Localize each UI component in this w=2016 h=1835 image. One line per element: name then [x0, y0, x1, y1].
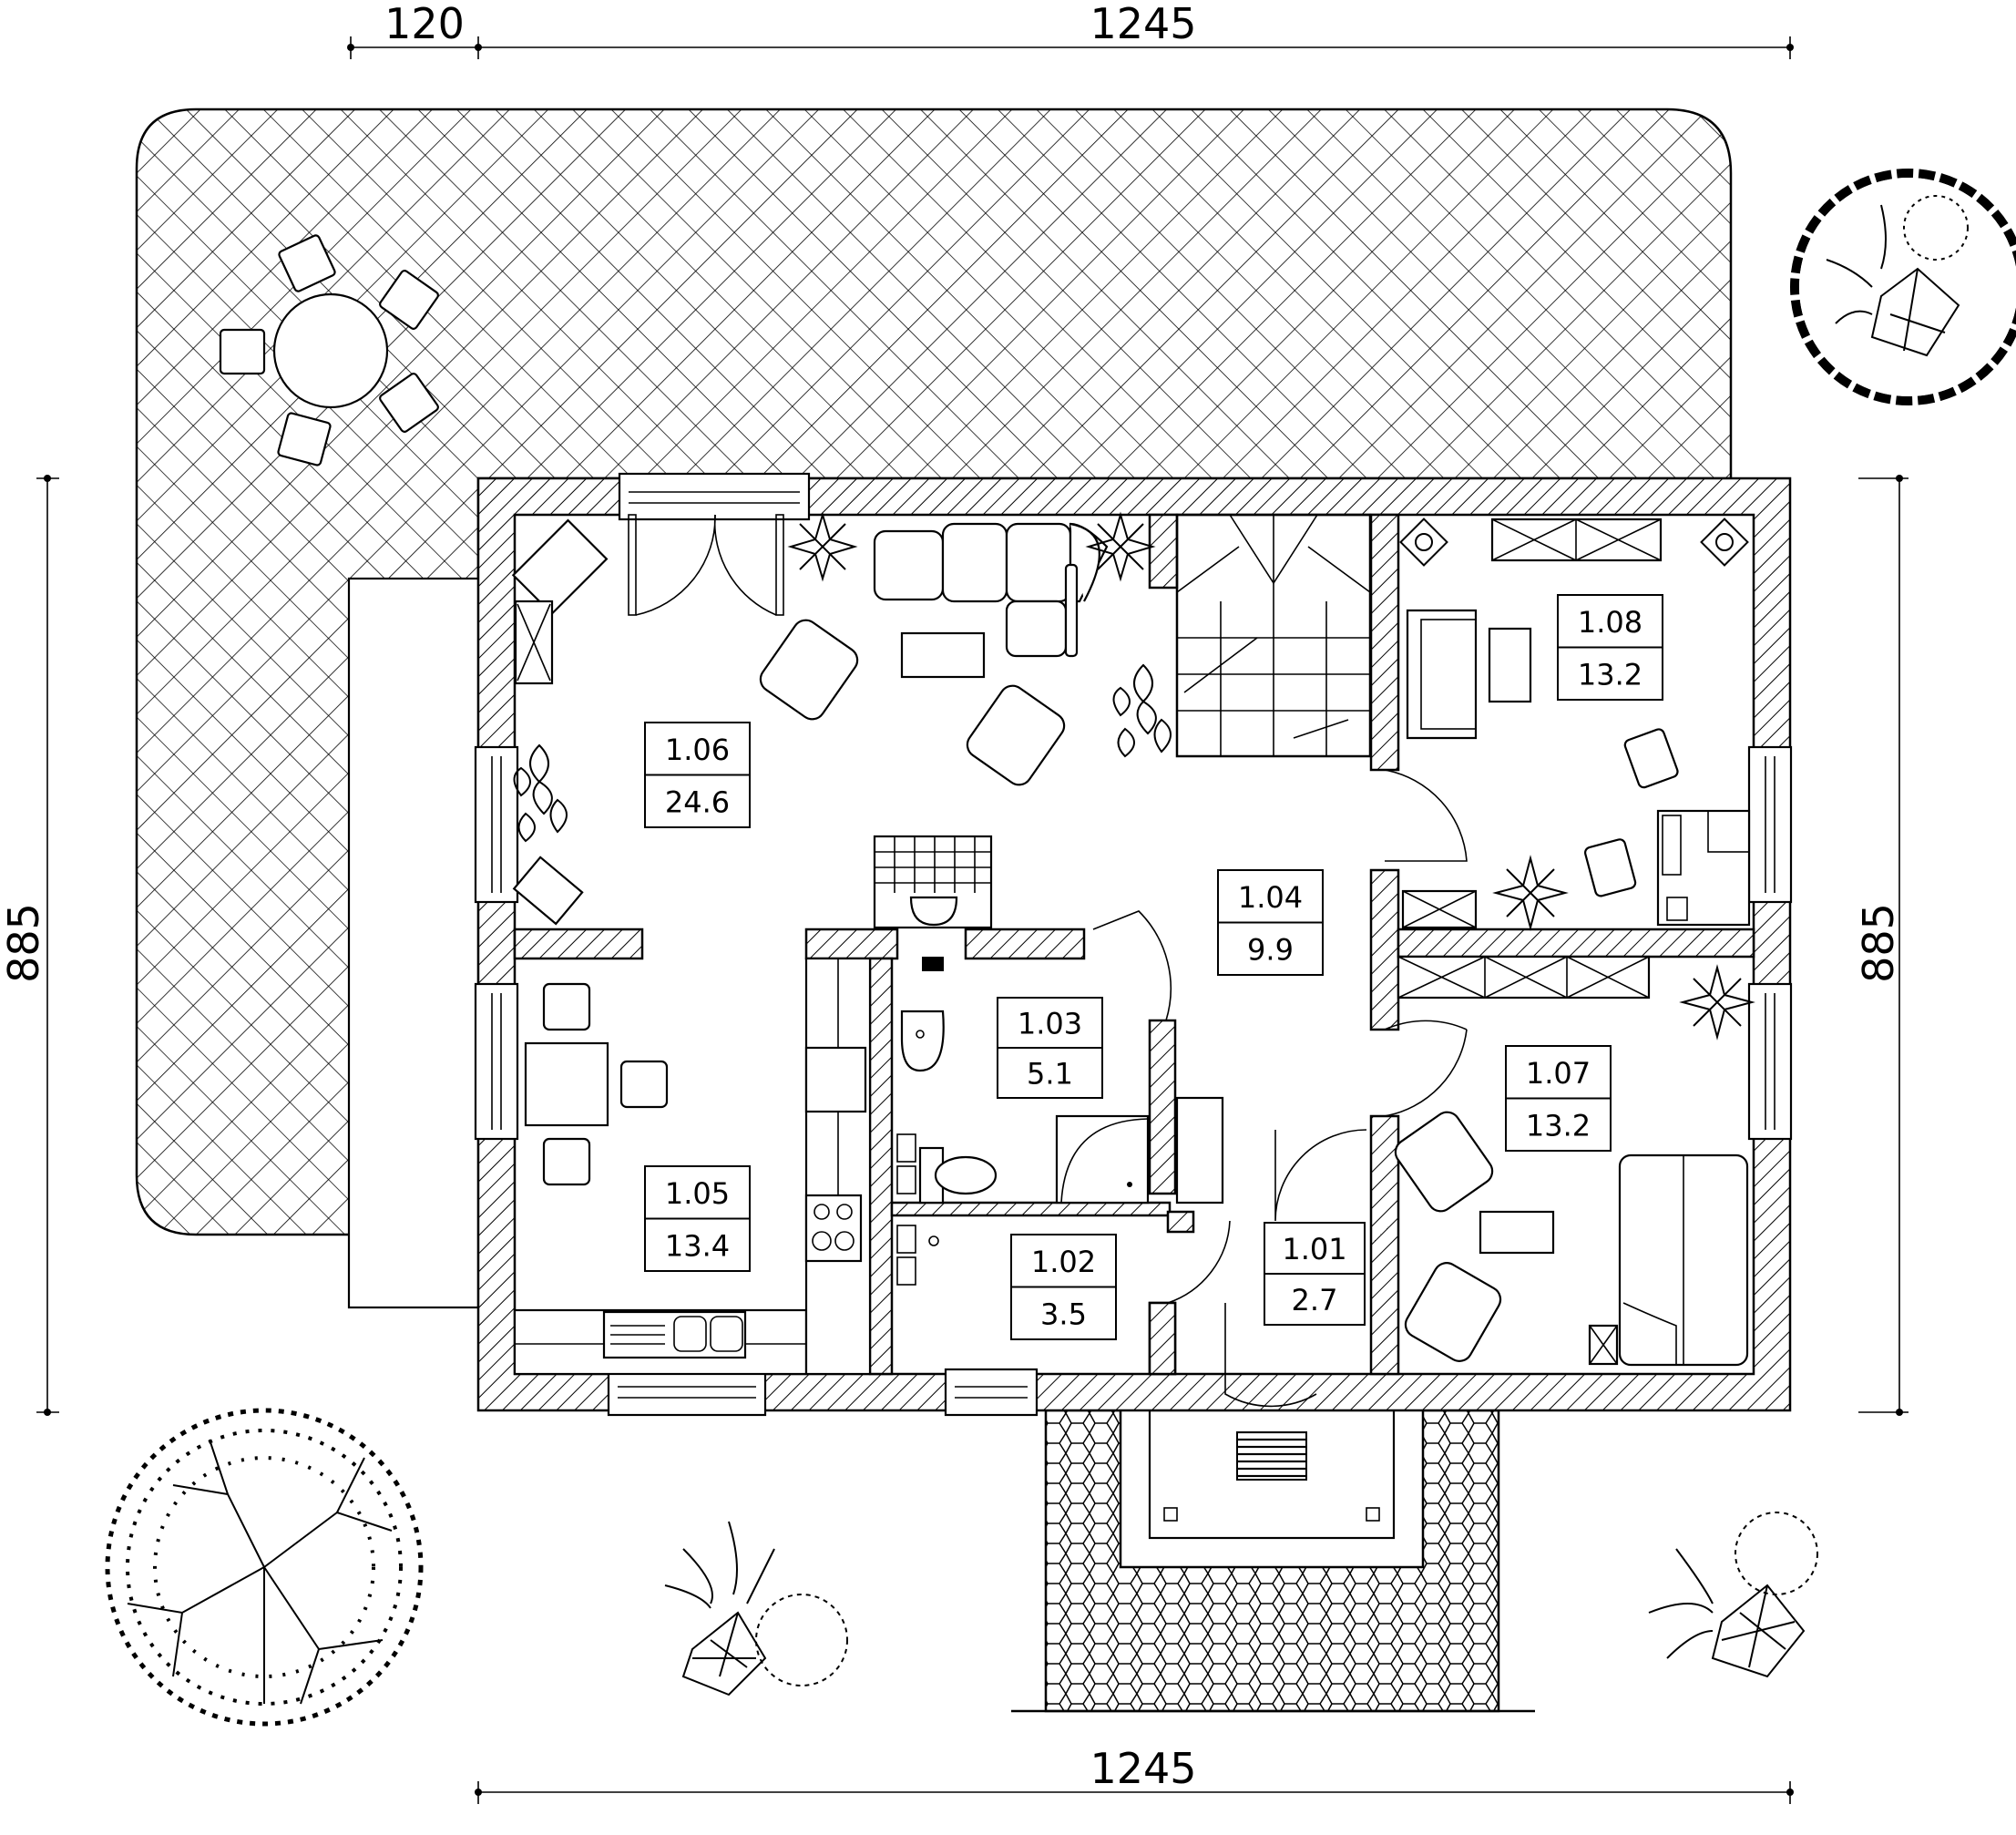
shrub-group-bottom: [664, 1521, 848, 1697]
room-number: 1.05: [665, 1176, 730, 1211]
dim-top-left: 120: [384, 0, 465, 48]
room-area: 13.2: [1526, 1108, 1591, 1143]
ringed-planter: [1790, 169, 2016, 405]
room-area: 3.5: [1040, 1297, 1087, 1331]
room-area: 13.2: [1578, 657, 1642, 692]
room-label-1-04: 1.04 9.9: [1217, 869, 1324, 976]
room-area: 5.1: [1027, 1057, 1073, 1092]
dim-bottom: 1245: [1090, 1744, 1196, 1793]
dim-left: 885: [0, 903, 48, 983]
doors: [628, 514, 1468, 1408]
staircase: [1175, 513, 1372, 758]
entrance-path: [1011, 1409, 1535, 1713]
bathroom-fixtures: [896, 1010, 1224, 1286]
room-number: 1.04: [1238, 880, 1303, 915]
room-label-1-02: 1.02 3.5: [1010, 1234, 1117, 1340]
room-number: 1.06: [665, 733, 730, 767]
dim-top-main: 1245: [1090, 0, 1196, 48]
outdoor-dining-set: [219, 234, 439, 466]
room-label-1-01: 1.01 2.7: [1264, 1222, 1366, 1326]
dimension-lines: [36, 36, 1909, 1804]
shrub-group-right: [1648, 1512, 1818, 1678]
room-number: 1.08: [1578, 605, 1642, 640]
indoor-plants: [513, 511, 1755, 1041]
room-number: 1.02: [1031, 1245, 1096, 1279]
interior-walls: [513, 513, 1755, 1376]
room-label-1-08: 1.08 13.2: [1557, 594, 1663, 701]
room-area: 24.6: [665, 784, 730, 819]
room-label-1-06: 1.06 24.6: [644, 722, 751, 828]
bedroom-furniture: [1394, 1111, 1749, 1367]
kitchen-dining-furniture: [513, 957, 872, 1376]
room-area: 13.4: [665, 1228, 730, 1263]
room-number: 1.01: [1282, 1232, 1346, 1266]
room-label-1-03: 1.03 5.1: [997, 997, 1103, 1099]
room-area: 2.7: [1292, 1283, 1338, 1317]
dim-right: 885: [1854, 903, 1903, 983]
windows: [474, 472, 1793, 1417]
wardrobe-strip: [1397, 955, 1651, 1000]
room-label-1-05: 1.05 13.4: [644, 1165, 751, 1272]
room-labels: 1.01 2.7 1.02 3.5 1.03 5.1 1.04 9.9 1.05 13.4 1.06…: [644, 594, 1663, 1340]
room-label-1-07: 1.07 13.2: [1505, 1045, 1612, 1152]
living-room-furniture: [511, 518, 1109, 926]
room-number: 1.07: [1526, 1056, 1591, 1091]
room-number: 1.03: [1018, 1007, 1082, 1041]
trees-and-shrubs: [105, 169, 2016, 1727]
large-tree: [105, 1408, 424, 1727]
terrace: [135, 108, 1733, 1309]
room-area: 9.9: [1247, 932, 1294, 967]
fireplace: [873, 835, 993, 971]
study-furniture: [1401, 518, 1751, 929]
